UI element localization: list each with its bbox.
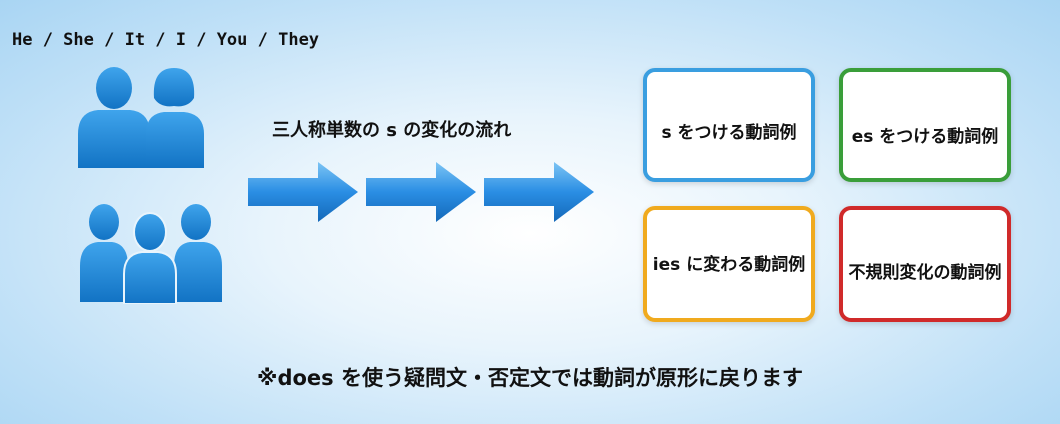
box-es-verbs: es をつける動詞例 [839, 68, 1011, 182]
box-ies-verbs-label: ies に変わる動詞例 [652, 255, 806, 275]
box-ies-verbs: ies に変わる動詞例 [643, 206, 815, 322]
two-people-icon [78, 67, 204, 168]
flow-arrow-icon-2 [366, 162, 476, 222]
footnote: ※does を使う疑問文・否定文では動詞が原形に戻ります [257, 366, 803, 390]
three-people-icon [80, 204, 222, 304]
box-irregular-verbs: 不規則変化の動詞例 [839, 206, 1011, 322]
box-es-verbs-label: es をつける動詞例 [851, 127, 999, 147]
flow-caption: 三人称単数の s の変化の流れ [272, 120, 512, 141]
pronouns-label: He / She / It / I / You / They [12, 30, 320, 50]
flow-arrow-icon-3 [484, 162, 594, 222]
flow-arrow-icon-1 [248, 162, 358, 222]
box-s-verbs: s をつける動詞例 [643, 68, 815, 182]
box-s-verbs-label: s をつける動詞例 [661, 123, 797, 143]
box-irregular-verbs-label: 不規則変化の動詞例 [848, 263, 1002, 283]
